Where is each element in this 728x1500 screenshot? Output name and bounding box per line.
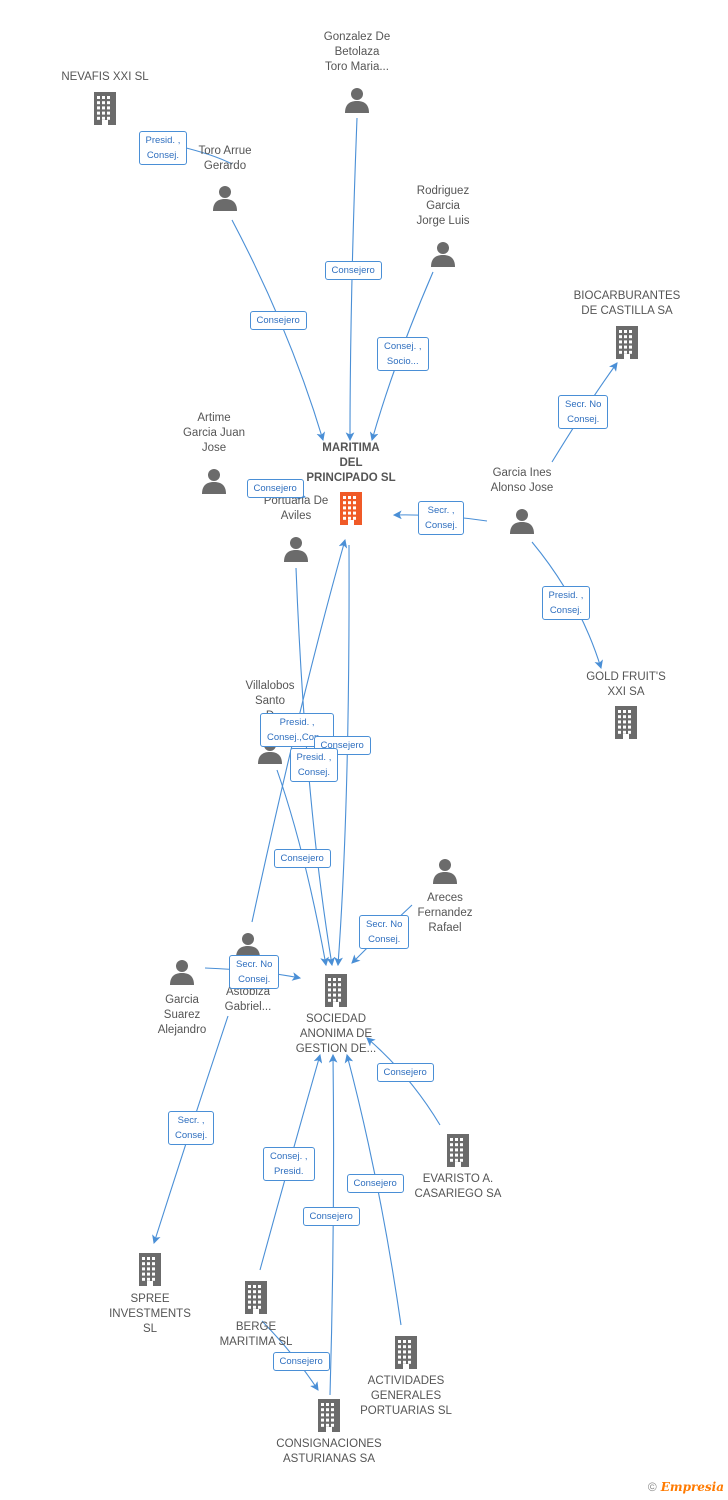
edge-label[interactable]: Presid. , Consej. <box>138 131 188 165</box>
company-icon[interactable] <box>443 1133 473 1167</box>
brand-logo[interactable]: Empresia <box>660 1480 724 1494</box>
person-icon[interactable] <box>431 857 459 885</box>
company-icon[interactable] <box>612 325 642 359</box>
node-label: SPREE INVESTMENTS SL <box>109 1293 191 1335</box>
edge-label[interactable]: Secr. , Consej. <box>168 1111 215 1145</box>
edge-label[interactable]: Consejero <box>376 1062 434 1082</box>
node-label: Garcia Suarez Alejandro <box>157 994 207 1036</box>
edge-label[interactable]: Secr. No Consej. <box>359 915 410 949</box>
edge-label[interactable]: Consejero <box>346 1173 404 1193</box>
node-label: BIOCARBURANTES DE CASTILLA SA <box>573 290 681 317</box>
edge-label[interactable]: Consej. , Presid. <box>263 1147 315 1181</box>
person-icon[interactable] <box>429 240 457 268</box>
company-icon[interactable] <box>314 1398 344 1432</box>
node-label: CONSIGNACIONES ASTURIANAS SA <box>276 1438 382 1465</box>
company-icon[interactable] <box>391 1335 421 1369</box>
company-icon[interactable] <box>90 91 120 125</box>
node-label: SOCIEDAD ANONIMA DE GESTION DE... <box>295 1013 377 1055</box>
company-icon[interactable] <box>336 491 366 525</box>
edge-autoridad-to-sociedad <box>295 567 336 967</box>
edge-label[interactable]: Secr. No Consej. <box>229 955 280 989</box>
node-label: Areces Fernandez Rafael <box>417 892 473 934</box>
edge-gonzalez-to-maritima <box>345 117 358 442</box>
edge-label[interactable]: Consejero <box>324 260 382 280</box>
node-label: GOLD FRUIT'S XXI SA <box>586 671 666 698</box>
company-icon[interactable] <box>611 705 641 739</box>
edge-label[interactable]: Consejero <box>246 478 304 498</box>
copyright-symbol: © <box>647 1480 657 1494</box>
edge-label[interactable]: Consej. , Socio... <box>377 337 429 371</box>
edge-label[interactable]: Presid. , Consej.,Con... <box>260 713 335 747</box>
node-label: Garcia Ines Alonso Jose <box>490 467 554 494</box>
edge-label[interactable]: Presid. , Consej. <box>289 748 339 782</box>
person-icon[interactable] <box>343 86 371 114</box>
company-icon[interactable] <box>241 1280 271 1314</box>
node-label: BERGE MARITIMA SL <box>219 1321 293 1348</box>
edge-label[interactable]: Consejero <box>302 1206 360 1226</box>
edge-toro_arrue-to-maritima <box>231 219 326 442</box>
node-label: Astobiza Gabriel... <box>224 986 272 1013</box>
edge-label[interactable]: Consejero <box>249 310 307 330</box>
edge-maritima-to-sociedad <box>334 544 350 967</box>
node-label: ACTIVIDADES GENERALES PORTUARIAS SL <box>360 1375 452 1417</box>
person-icon[interactable] <box>168 958 196 986</box>
person-icon[interactable] <box>200 467 228 495</box>
node-label: NEVAFIS XXI SL <box>61 71 149 83</box>
node-label: Artime Garcia Juan Jose <box>182 412 245 454</box>
node-label: Gonzalez De Betolaza Toro Maria... <box>323 31 391 73</box>
footer-brand: ©Empresia <box>648 1480 724 1494</box>
person-icon[interactable] <box>282 535 310 563</box>
company-icon[interactable] <box>321 973 351 1007</box>
node-label: Rodriguez Garcia Jorge Luis <box>416 185 470 227</box>
person-icon[interactable] <box>211 184 239 212</box>
edge-label[interactable]: Secr. , Consej. <box>418 501 465 535</box>
company-icon[interactable] <box>135 1252 165 1286</box>
person-icon[interactable] <box>508 507 536 535</box>
edge-label[interactable]: Consejero <box>272 1351 330 1371</box>
edge-label[interactable]: Consejero <box>273 848 331 868</box>
node-label: EVARISTO A. CASARIEGO SA <box>414 1173 502 1200</box>
node-label: MARITIMA DEL PRINCIPADO SL <box>306 442 396 484</box>
node-label: Toro Arrue Gerardo <box>198 145 252 172</box>
edge-label[interactable]: Presid. , Consej. <box>541 586 591 620</box>
edge-label[interactable]: Secr. No Consej. <box>558 395 609 429</box>
